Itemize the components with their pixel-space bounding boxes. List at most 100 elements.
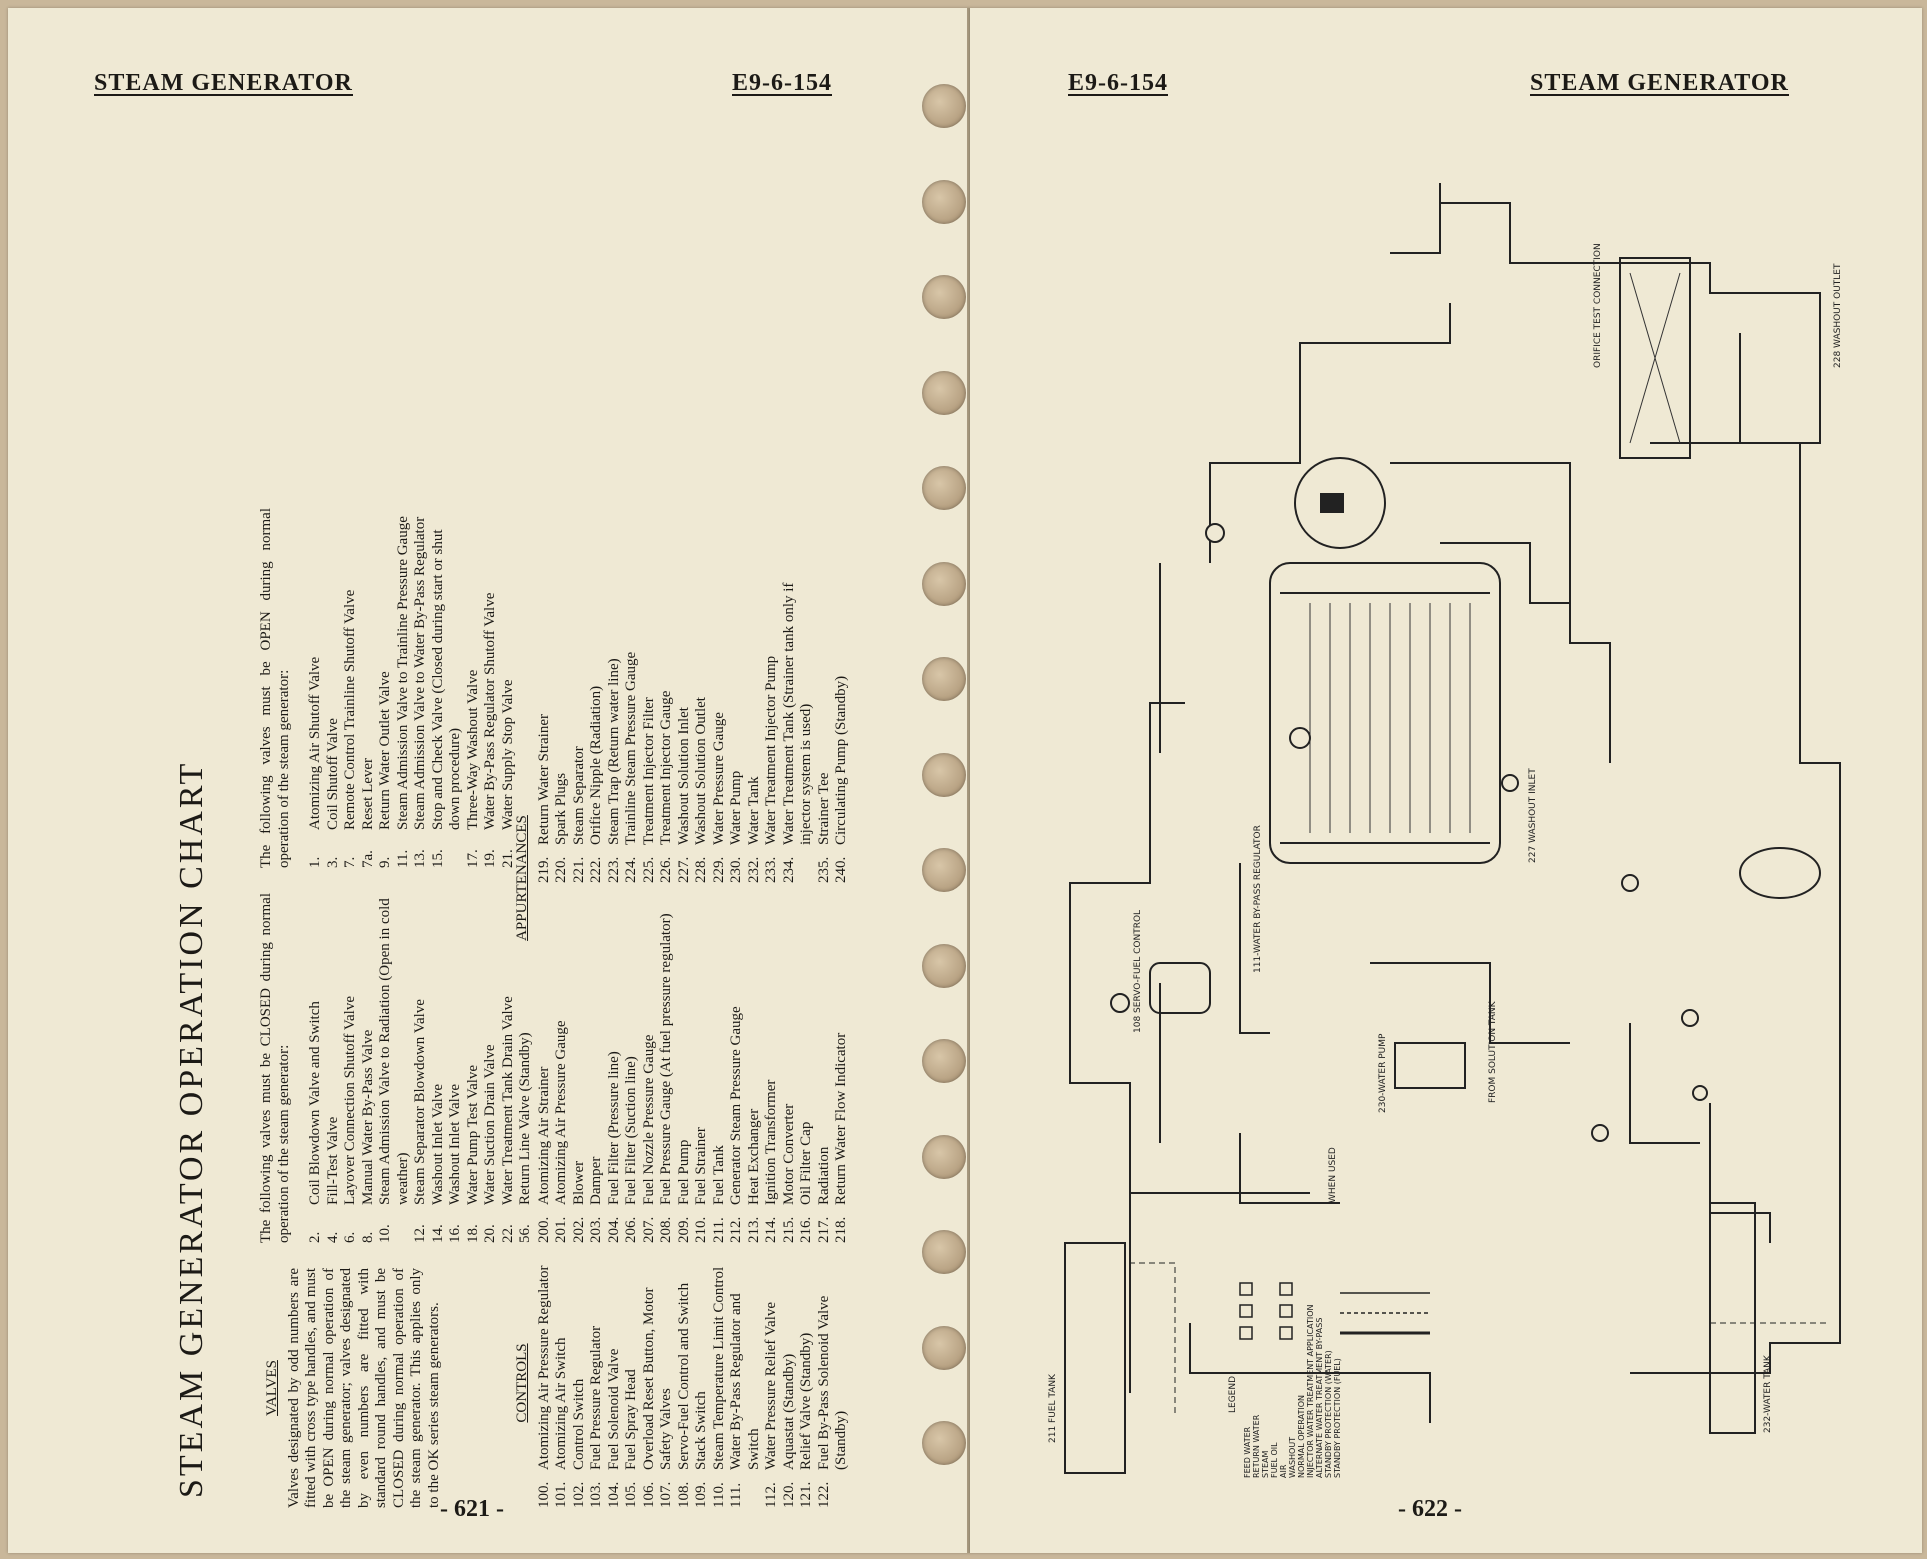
appurtenances-section: APPURTENANCES 200.Atomizing Air Strainer… [508,513,851,1243]
open-valve-item-label: Three-Way Washout Valve [464,669,481,830]
binder-hole [922,943,966,988]
heat-exchanger [1739,847,1821,899]
control-item-number: 100. [535,1481,552,1508]
open-valve-item-number: 19. [482,849,498,868]
closed-valve-item-number: 18. [464,1224,481,1243]
control-item-number: 108. [675,1481,692,1508]
closed-valve-item: 10.Steam Admission Valve to Radiation (O… [377,893,412,1243]
appurtenance-item-label: Fuel Pressure Gauge (At fuel pressure re… [658,913,674,1205]
closed-valve-item: 20.Water Suction Drain Valve [482,893,500,1243]
chart-title: STEAM GENERATOR OPERATION CHART [173,760,210,1498]
control-item: 103.Fuel Pressure Regulator [588,1258,606,1508]
appurtenance-item-label: Washout Solution Inlet [675,707,692,845]
appurtenances-title: APPURTENANCES [514,815,530,941]
schematic-diagram: 211 FUEL TANK 232-WATER TANK 108 SERVO-F… [1010,143,1890,1483]
appurtenance-item-label: Heat Exchanger [745,1108,762,1205]
appurtenance-item-label: Ignition Transformer [763,1079,779,1205]
right-folio: - 622 - [1398,1496,1462,1522]
binder-hole [922,561,966,606]
legend-item-label: INJECTOR WATER TREATMENT APPLICATION [1306,1304,1315,1478]
legend-item-label: STANDBY PROTECTION (FUEL) [1333,1358,1342,1478]
appurtenance-item: 217.Radiation [816,913,834,1243]
binder-hole [922,1230,966,1274]
appurtenance-item-label: Generator Steam Pressure Gauge [728,1006,744,1205]
control-item-label: Water Pressure Relief Valve [763,1301,779,1470]
appurtenance-item: 215.Motor Converter [781,913,799,1243]
appurtenance-item-label: Blower [570,1160,587,1205]
control-item-label: Steam Temperature Limit Control [710,1266,727,1470]
appurtenance-item-label: Washout Solution Outlet [693,697,709,845]
appurtenance-item-number: 230. [728,856,744,883]
operation-chart: STEAM GENERATOR OPERATION CHART VALVES V… [173,498,849,1518]
left-folio: - 621 - [440,1496,504,1522]
appurtenance-item: 206.Fuel Filter (Suction line) [623,913,641,1243]
washout-outlet-label: 228 WASHOUT OUTLET [1833,263,1843,368]
closed-valve-item: 8.Manual Water By-Pass Valve [360,893,378,1243]
control-item-label: Servo-Fuel Control and Switch [675,1282,692,1470]
fuel-tank-label: 211 FUEL TANK [1048,1373,1058,1443]
appurtenance-item-label: Atomizing Air Pressure Gauge [553,1020,569,1205]
closed-valve-item-label: Manual Water By-Pass Valve [359,1029,376,1205]
control-item-label: Fuel Solenoid Valve [605,1348,622,1470]
appurtenance-item-number: 221. [570,856,587,883]
legend-item-label: AIR [1279,1464,1288,1478]
appurtenance-item: 225.Treatment Injector Filter [641,543,659,883]
control-item: 101.Atomizing Air Switch [553,1258,571,1509]
appurtenance-item-number: 240. [833,856,849,883]
appurtenance-item: 209.Fuel Pump [676,913,694,1243]
closed-valve-item: 18.Water Pump Test Valve [465,893,483,1243]
control-item: 112.Water Pressure Relief Valve [763,1258,781,1508]
control-item: 120.Aquastat (Standby) [781,1258,799,1508]
appurtenance-item-label: Damper [588,1156,604,1205]
closed-valve-item-label: Washout Inlet Valve [447,1084,463,1205]
control-item-number: 121. [798,1481,814,1508]
open-valve-item: 19.Water By-Pass Regulator Shutoff Valve [482,508,500,868]
closed-valve-item-number: 14. [429,1224,446,1243]
appurtenance-item-label: Trainline Steam Pressure Gauge [623,651,639,845]
water-pump [1394,1042,1466,1089]
appurtenance-item-number: 213. [745,1216,762,1243]
control-item: 107.Safety Valves [658,1258,676,1508]
closed-valve-item: 4.Fill-Test Valve [325,893,343,1243]
appurtenance-item-number: 232. [745,856,762,883]
appurtenance-item-number: 226. [658,856,674,883]
open-valve-item-number: 15. [429,849,446,868]
appurtenance-item-number: 219. [535,856,552,883]
appurtenance-item: 233.Water Treatment Injector Pump [763,543,781,883]
open-valve-item: 9.Return Water Outlet Valve [377,508,395,868]
open-valve-item-label: Coil Shutoff Valve [324,718,341,830]
appurtenance-item-label: Treatment Injector Gauge [658,690,674,845]
appurtenance-item-label: Motor Converter [780,1103,797,1205]
appurtenance-item-number: 210. [693,1216,709,1243]
appurtenance-item-number: 208. [658,1216,674,1243]
appurtenance-item-label: Water Tank [745,776,762,845]
appurtenance-item-number: 233. [763,856,779,883]
control-item-number: 111. [728,1482,744,1508]
orifice-label: ORIFICE TEST CONNECTION [1593,243,1603,368]
control-item: 122.Fuel By-Pass Solenoid Valve (Standby… [816,1258,851,1508]
open-valve-item-number: 13. [412,849,428,868]
water-pump-label: 230-WATER PUMP [1378,1033,1388,1113]
appurtenance-item-label: Radiation [815,1146,832,1205]
binder-hole [922,1134,966,1179]
appurtenance-item: 240.Circulating Pump (Standby) [833,543,851,883]
control-item: 106.Overload Reset Button, Motor [641,1258,659,1508]
appurtenance-item: 226. Treatment Injector Gauge [658,543,676,883]
open-valve-item-number: 7. [342,856,358,868]
control-item-number: 109. [693,1481,709,1508]
appurtenance-item-number: 229. [710,856,727,883]
steam-separator [1619,257,1691,459]
open-valve-item-number: 17. [464,849,481,868]
appurtenance-item: 219.Return Water Strainer [536,543,554,883]
control-item: 108. Servo-Fuel Control and Switch [676,1258,694,1508]
control-item-number: 102. [570,1481,587,1508]
appurtenance-item: 201.Atomizing Air Pressure Gauge [553,913,571,1243]
control-item-label: Fuel Spray Head [623,1369,639,1470]
control-item-label: Fuel Pressure Regulator [588,1325,604,1470]
appurtenance-item: 210.Fuel Strainer [693,913,711,1243]
appurtenance-item-number: 223. [605,856,622,883]
appurtenance-item: 200.Atomizing Air Strainer [536,913,554,1243]
control-item-number: 104. [605,1481,622,1508]
open-valve-item-number: 7a. [359,850,376,868]
